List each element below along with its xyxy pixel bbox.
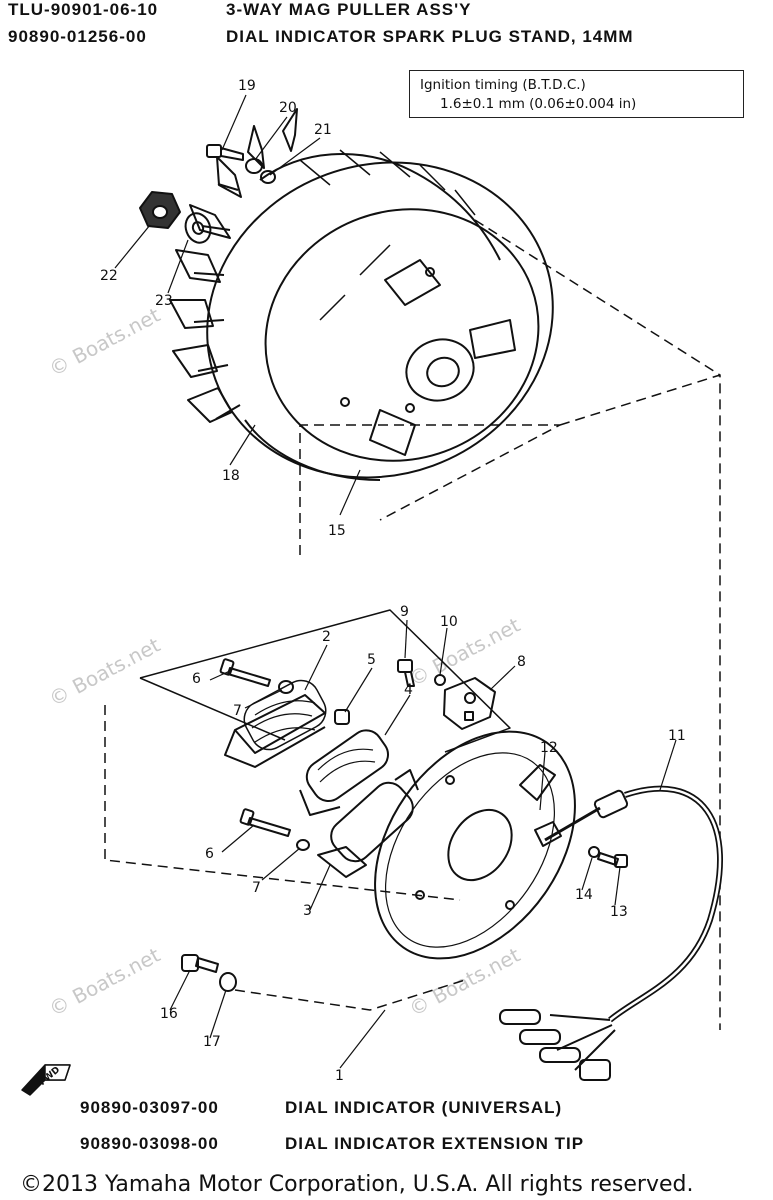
clamp-12: [534, 821, 562, 847]
callout-8: 8: [517, 654, 526, 670]
callout-10: 10: [440, 614, 458, 630]
callout-6: 6: [192, 671, 201, 687]
washer-23: [184, 212, 212, 244]
washer-14: [588, 846, 600, 858]
header-part-number-1: TLU-90901-06-10: [8, 0, 159, 19]
callout-12: 12: [540, 740, 558, 756]
washer-21: [260, 170, 276, 184]
bolt-19: [206, 144, 244, 161]
callout-11: 11: [668, 728, 686, 744]
pickup-8: [443, 677, 496, 730]
callout-14: 14: [575, 887, 593, 903]
footer-part-number-2: 90890-03098-00: [80, 1134, 219, 1153]
ignition-timing-title: Ignition timing (B.T.D.C.): [420, 77, 586, 93]
callout-21: 21: [314, 122, 332, 138]
header-part-number-2: 90890-01256-00: [8, 27, 147, 46]
washer-10: [434, 674, 446, 686]
coil-4: [299, 729, 389, 816]
callout-22: 22: [100, 268, 118, 284]
pin-5: [334, 709, 350, 725]
callout-23: 23: [155, 293, 173, 309]
callout-1: 1: [335, 1068, 344, 1084]
callout-18: 18: [222, 468, 240, 484]
callout-6-lower: 6: [205, 846, 214, 862]
callout-5: 5: [367, 652, 376, 668]
nut-22: [139, 191, 181, 229]
callout-2: 2: [322, 629, 331, 645]
wire-harness-11: [499, 785, 723, 1081]
callout-20: 20: [279, 100, 297, 116]
callout-9: 9: [400, 604, 409, 620]
header-description-2: DIAL INDICATOR SPARK PLUG STAND, 14MM: [226, 27, 634, 46]
ignition-timing-box: Ignition timing (B.T.D.C.) 1.6±0.1 mm (0…: [409, 70, 744, 118]
washer-20: [245, 158, 263, 174]
fwd-arrow: [21, 1064, 71, 1096]
callout-7-lower: 7: [252, 880, 261, 896]
flywheel-assembly: [169, 108, 554, 481]
washer-7-upper: [278, 680, 294, 694]
bolt-16: [181, 954, 219, 973]
copyright-notice: ©2013 Yamaha Motor Corporation, U.S.A. A…: [20, 1172, 694, 1197]
callout-3: 3: [303, 903, 312, 919]
header-description-1: 3-WAY MAG PULLER ASS'Y: [226, 0, 472, 19]
washer-17: [219, 972, 237, 992]
stator-plate-1: [374, 730, 576, 960]
coil-2: [224, 679, 327, 768]
callout-15: 15: [328, 523, 346, 539]
footer-description-1: DIAL INDICATOR (UNIVERSAL): [285, 1098, 563, 1117]
coil-3: [317, 769, 419, 878]
footer-part-number-1: 90890-03097-00: [80, 1098, 219, 1117]
callout-13: 13: [610, 904, 628, 920]
screw-13: [597, 852, 628, 868]
callout-4: 4: [404, 682, 413, 698]
callout-7: 7: [233, 703, 242, 719]
washer-7-lower: [296, 839, 310, 851]
callout-17: 17: [203, 1034, 221, 1050]
ignition-timing-value: 1.6±0.1 mm (0.06±0.004 in): [440, 96, 637, 112]
footer-description-2: DIAL INDICATOR EXTENSION TIP: [285, 1134, 585, 1153]
leader-lines: [114, 94, 677, 1069]
callout-19: 19: [238, 78, 256, 94]
callout-16: 16: [160, 1006, 178, 1022]
callout-labels: 19 20 21 22 23 18 15 9 10 2 5 6 7 4 8 1 …: [38, 78, 686, 1088]
screw-9: [397, 659, 415, 687]
screw-6-lower: [239, 808, 291, 837]
